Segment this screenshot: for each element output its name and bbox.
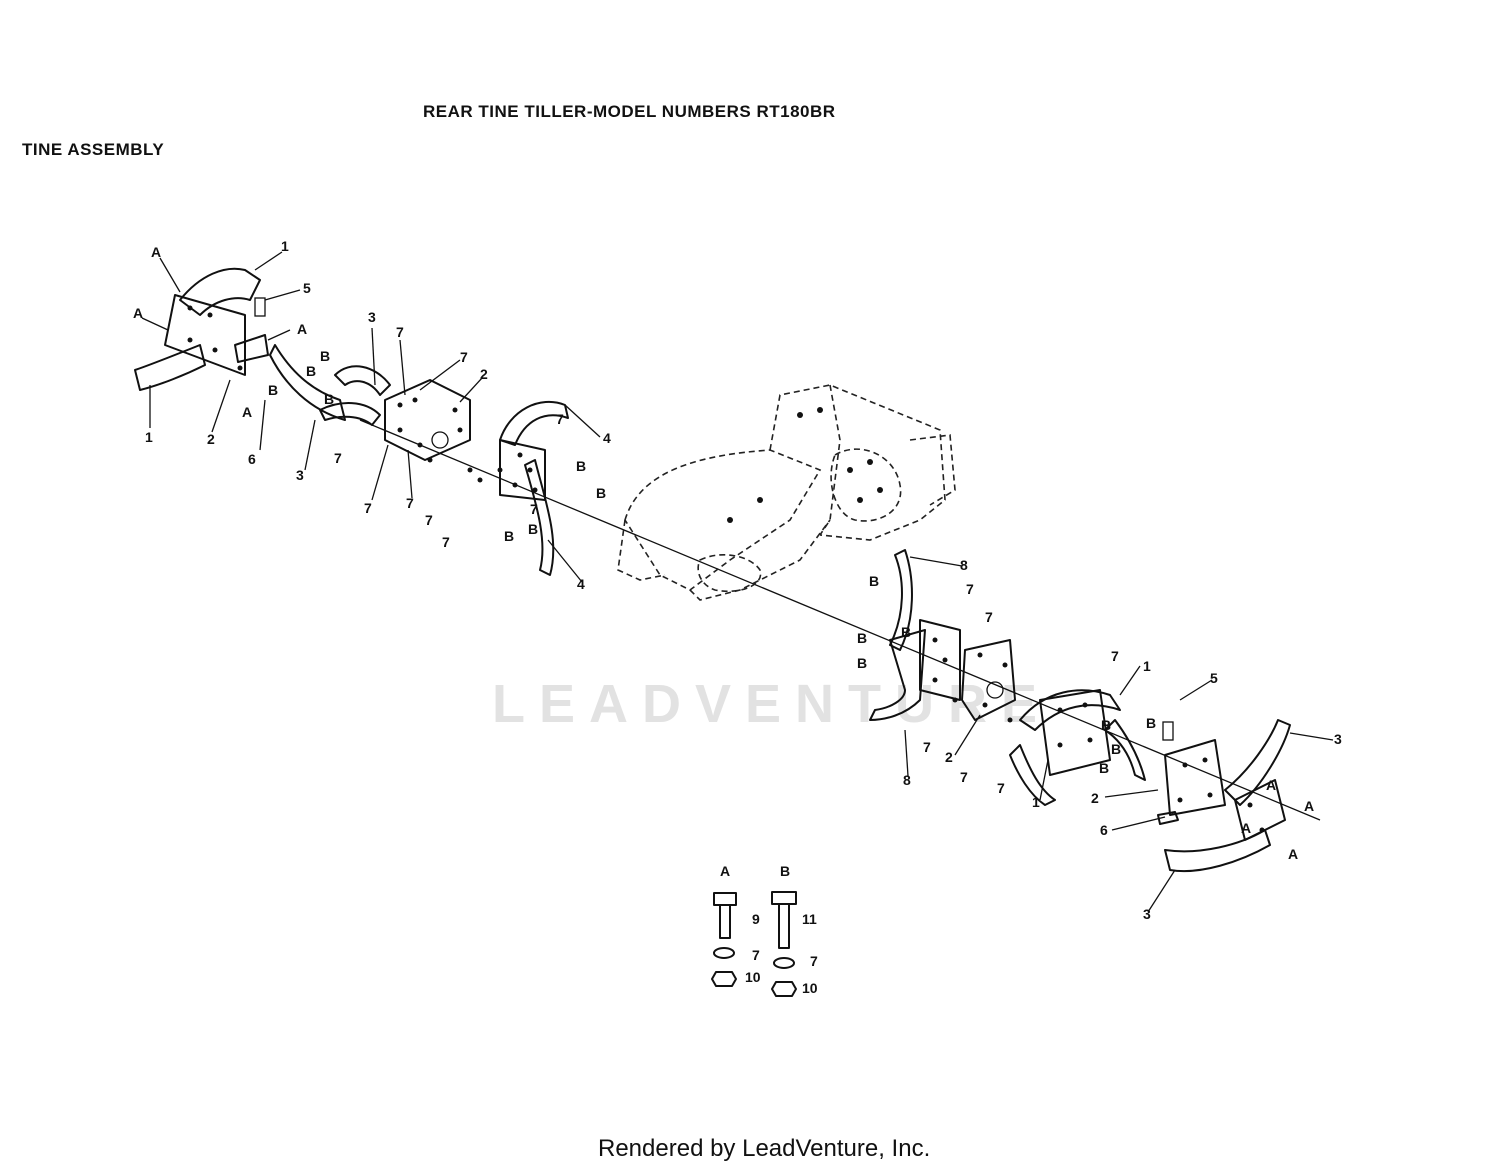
callout-label: 6: [1100, 822, 1108, 838]
right-outer-tine-group: [1157, 719, 1291, 873]
callout-label: 7: [556, 411, 564, 427]
callout-label: 5: [1210, 670, 1218, 686]
section-subtitle: TINE ASSEMBLY: [22, 140, 164, 159]
callout-label: 3: [368, 309, 376, 325]
callout-label: 2: [480, 366, 488, 382]
callout-label: 7: [530, 501, 538, 517]
callout-label: B: [1111, 741, 1121, 757]
washer-b-part: 7: [810, 953, 818, 969]
nut-a-icon: [711, 971, 737, 987]
callout-label: A: [1266, 777, 1276, 793]
callout-label: 3: [1143, 906, 1151, 922]
callout-label: 7: [396, 324, 404, 340]
callout-label: 1: [1143, 658, 1151, 674]
callout-label: A: [151, 244, 161, 260]
callout-label: A: [133, 305, 143, 321]
callout-label: B: [901, 624, 911, 640]
callout-label: B: [857, 630, 867, 646]
nut-b-icon: [771, 981, 797, 997]
callout-labels: 1 5 A A A 1 2 A B 6 3 7 B B B 7 2 3 7 7 …: [133, 238, 1342, 922]
callout-label: 1: [145, 429, 153, 445]
right-inner-tine-group: [869, 549, 1016, 723]
callout-label: B: [857, 655, 867, 671]
callout-label: B: [1146, 715, 1156, 731]
callout-label: 7: [966, 581, 974, 597]
callout-label: 7: [442, 534, 450, 550]
bolt-a-part: 9: [752, 911, 760, 927]
washer-a-part: 7: [752, 947, 760, 963]
watermark: LEADVENTURE: [492, 674, 1051, 734]
callout-label: B: [576, 458, 586, 474]
callout-label: A: [1288, 846, 1298, 862]
callout-label: B: [596, 485, 606, 501]
nut-b-part: 10: [802, 980, 818, 996]
callout-label: 7: [923, 739, 931, 755]
page-title: REAR TINE TILLER-MODEL NUMBERS RT180BR: [423, 102, 836, 121]
axle-centerline: [359, 419, 1321, 821]
nut-a-part: 10: [745, 969, 761, 985]
callout-label: 1: [1032, 794, 1040, 810]
callout-label: 7: [960, 769, 968, 785]
callout-label: 2: [1091, 790, 1099, 806]
callout-label: 3: [296, 467, 304, 483]
hardware-legend: A B 9 11 7 7 10 10: [711, 863, 818, 997]
callout-label: B: [1099, 760, 1109, 776]
bolt-b-part: 11: [802, 911, 817, 927]
callout-label: B: [324, 391, 334, 407]
callout-label: B: [320, 348, 330, 364]
callout-label: 7: [985, 609, 993, 625]
callout-label: B: [504, 528, 514, 544]
left-inner-tine-group: [269, 344, 503, 483]
callout-label: 2: [945, 749, 953, 765]
callout-label: 8: [960, 557, 968, 573]
bolt-a-label: A: [720, 863, 730, 879]
bolt-a-icon: [713, 892, 737, 939]
callout-label: B: [1101, 717, 1111, 733]
callout-label: B: [528, 521, 538, 537]
leader-lines: [141, 251, 1334, 913]
bolt-b-icon: [771, 891, 797, 949]
callout-label: 5: [303, 280, 311, 296]
callout-label: 8: [903, 772, 911, 788]
callout-label: 7: [364, 500, 372, 516]
callout-label: 7: [425, 512, 433, 528]
bolt-b-label: B: [780, 863, 790, 879]
callout-label: 1: [281, 238, 289, 254]
callout-label: A: [1304, 798, 1314, 814]
callout-label: 3: [1334, 731, 1342, 747]
left-tine-four-group: [499, 400, 569, 576]
tiller-housing: [617, 384, 956, 601]
callout-label: A: [242, 404, 252, 420]
callout-label: 7: [1111, 648, 1119, 664]
callout-label: B: [869, 573, 879, 589]
left-outer-tine-group: [134, 267, 269, 391]
callout-label: 7: [460, 349, 468, 365]
washer-a-icon: [713, 947, 735, 959]
callout-label: B: [268, 382, 278, 398]
footer-credit: Rendered by LeadVenture, Inc.: [598, 1135, 930, 1162]
callout-label: 7: [334, 450, 342, 466]
callout-label: A: [297, 321, 307, 337]
callout-label: A: [1241, 820, 1251, 836]
callout-label: 4: [577, 576, 585, 592]
washer-b-icon: [773, 957, 795, 969]
callout-label: 7: [997, 780, 1005, 796]
callout-label: 6: [248, 451, 256, 467]
right-tine-one-group: [1009, 689, 1146, 806]
callout-label: 4: [603, 430, 611, 446]
callout-label: 7: [406, 495, 414, 511]
callout-label: 2: [207, 431, 215, 447]
callout-label: B: [306, 363, 316, 379]
